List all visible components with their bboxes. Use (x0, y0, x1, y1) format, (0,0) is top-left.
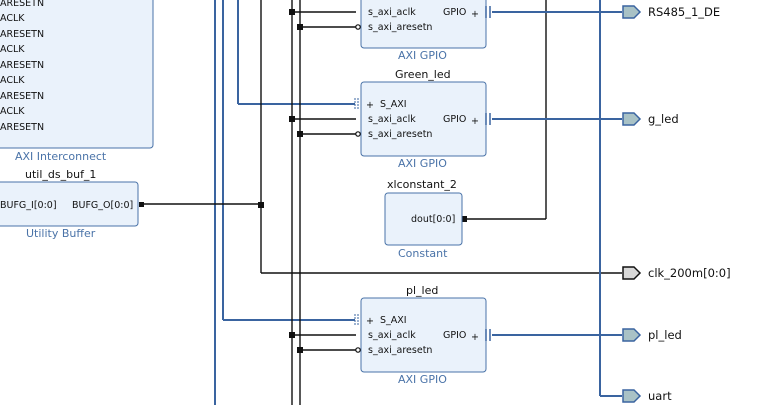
buf-output-pin: BUFG_O[0:0] (72, 200, 133, 211)
green-led-aresetn-pin: s_axi_aresetn (368, 129, 432, 140)
output-port-icon (622, 328, 642, 342)
interconnect-pin: ACLK (0, 106, 25, 117)
buf-instance-name: util_ds_buf_1 (25, 168, 96, 181)
interconnect-pin: ACLK (0, 44, 25, 55)
port-clk-200m[interactable]: clk_200m[0:0] (622, 266, 731, 280)
gpio-top-block[interactable]: s_axi_aclk s_axi_aresetn GPIO + (355, 0, 491, 49)
green-led-gpio-pin: GPIO (443, 114, 466, 125)
plus-icon[interactable]: + (366, 100, 374, 111)
gpio-top-aresetn-pin: s_axi_aresetn (368, 22, 432, 33)
pl-led-gpio-pin: GPIO (443, 330, 466, 341)
xlconst-instance-name: xlconstant_2 (387, 178, 457, 191)
port-uart[interactable]: uart (622, 389, 672, 403)
output-port-icon (622, 266, 642, 280)
green-led-aclk-pin: s_axi_aclk (368, 114, 416, 125)
gpio-top-aclk-pin: s_axi_aclk (368, 7, 416, 18)
port-label-uart: uart (648, 389, 672, 403)
axi-interconnect-block[interactable]: ARESETN ACLK ARESETN ACLK ARESETN ACLK A… (0, 0, 154, 149)
bus-connector-icon (485, 6, 491, 18)
nets (139, 0, 622, 405)
gpio-top-type-label: AXI GPIO (398, 49, 447, 62)
buf-input-pin: BUFG_I[0:0] (0, 200, 57, 211)
plus-icon[interactable]: + (471, 116, 479, 127)
interconnect-type-label: AXI Interconnect (15, 150, 107, 163)
plus-icon[interactable]: + (471, 9, 479, 20)
interconnect-pin: ARESETN (0, 122, 44, 133)
green-led-saxi-pin: S_AXI (380, 99, 407, 110)
buf-type-label: Utility Buffer (26, 227, 96, 240)
port-rs485[interactable]: RS485_1_DE (622, 5, 720, 19)
xlconst-type-label: Constant (398, 247, 448, 260)
bus-connector-icon (354, 98, 491, 125)
port-label-rs485: RS485_1_DE (648, 5, 720, 19)
pl-led-aresetn-pin: s_axi_aresetn (368, 345, 432, 356)
xlconst-dout-pin: dout[0:0] (411, 214, 455, 225)
plus-icon[interactable]: + (471, 332, 479, 343)
green-led-gpio-block[interactable]: + S_AXI s_axi_aclk s_axi_aresetn GPIO + (354, 81, 491, 157)
pl-led-type-label: AXI GPIO (398, 373, 447, 386)
port-label-g-led: g_led (648, 112, 679, 126)
green-led-type-label: AXI GPIO (398, 157, 447, 170)
pl-led-aclk-pin: s_axi_aclk (368, 330, 416, 341)
interconnect-pin: ACLK (0, 13, 25, 24)
interconnect-pin: ARESETN (0, 0, 44, 9)
output-port-icon (622, 112, 642, 126)
output-port-icon (622, 5, 642, 19)
utility-buffer-block[interactable]: BUFG_I[0:0] BUFG_O[0:0] (0, 181, 139, 227)
interconnect-pin: ACLK (0, 75, 25, 86)
pl-led-instance-name: pl_led (406, 284, 438, 297)
interconnect-pin: ARESETN (0, 91, 44, 102)
port-g-led[interactable]: g_led (622, 112, 679, 126)
interconnect-pin: ARESETN (0, 29, 44, 40)
output-port-icon (622, 389, 642, 403)
green-led-instance-name: Green_led (395, 68, 451, 81)
port-label-pl-led: pl_led (648, 328, 682, 342)
pl-led-gpio-block[interactable]: + S_AXI s_axi_aclk s_axi_aresetn GPIO + (354, 297, 491, 373)
constant-block[interactable]: dout[0:0] (384, 192, 463, 246)
port-pl-led[interactable]: pl_led (622, 328, 682, 342)
interconnect-pin: ARESETN (0, 60, 44, 71)
pl-led-saxi-pin: S_AXI (380, 315, 407, 326)
plus-icon[interactable]: + (366, 316, 374, 327)
port-label-clk: clk_200m[0:0] (648, 266, 731, 280)
bus-connector-icon (354, 314, 491, 341)
gpio-top-gpio-pin: GPIO (443, 7, 466, 18)
